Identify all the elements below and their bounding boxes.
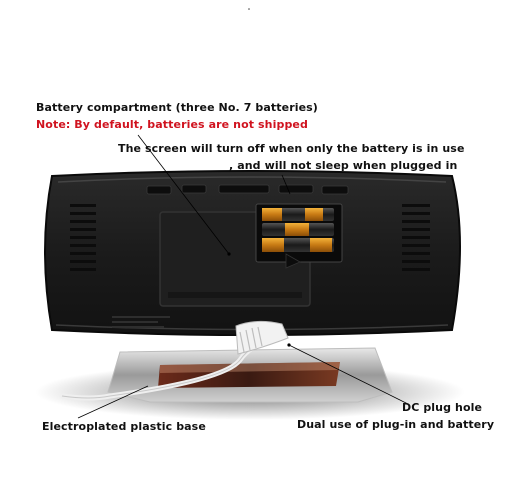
battery-compartment-label: Battery compartment (three No. 7 batteri… bbox=[36, 101, 318, 114]
aaa-batteries bbox=[262, 208, 334, 252]
screen-leader-line bbox=[281, 174, 291, 195]
base-strip bbox=[158, 362, 340, 388]
dc-plug-label: DC plug hole bbox=[402, 401, 483, 414]
screen-off-label-line2: , and will not sleep when plugged in bbox=[229, 159, 458, 172]
note-batteries-label: Note: By default, batteries are not ship… bbox=[36, 118, 308, 131]
embossed-label bbox=[112, 316, 170, 328]
top-button-row bbox=[146, 184, 349, 195]
screen-off-label-line1: The screen will turn off when only the b… bbox=[118, 142, 465, 155]
top-dust-mark bbox=[248, 8, 250, 10]
right-vent-grille bbox=[402, 204, 430, 271]
dual-use-label: Dual use of plug-in and battery bbox=[297, 418, 495, 431]
battery-leader-line bbox=[137, 134, 230, 255]
dc-plug bbox=[235, 320, 289, 355]
base-leader-line bbox=[77, 385, 149, 419]
left-vent-grille bbox=[70, 204, 96, 271]
plastic-base-label: Electroplated plastic base bbox=[42, 420, 206, 433]
plug-leader-line bbox=[288, 344, 409, 405]
